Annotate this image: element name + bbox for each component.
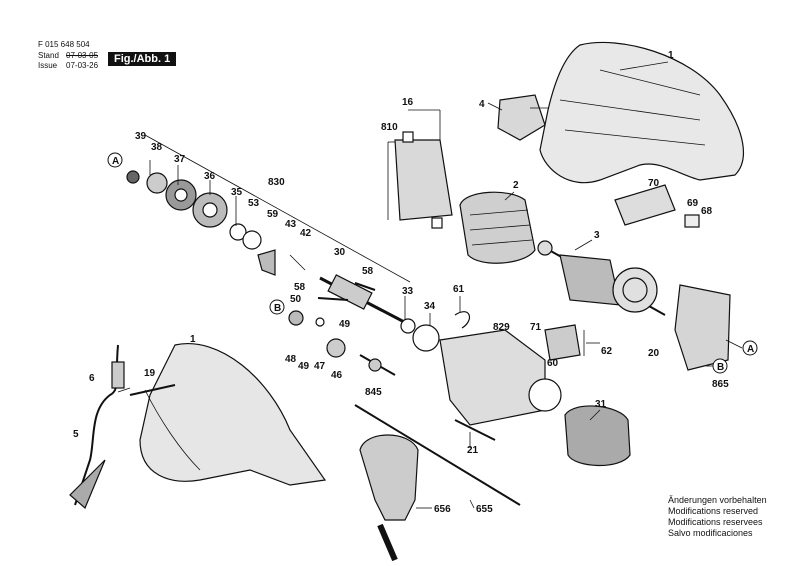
callout-61: 61 xyxy=(453,284,465,295)
stand-date: 07-03-05 xyxy=(66,51,99,60)
note-line-en: Modifications reserved xyxy=(668,506,759,516)
issue-date: 07-03-26 xyxy=(66,61,99,70)
issue-label: Issue xyxy=(38,61,58,70)
callout-59: 59 xyxy=(267,209,279,220)
callout-53: 53 xyxy=(248,198,260,209)
callout-865: 865 xyxy=(712,379,729,390)
callout-655: 655 xyxy=(476,504,493,515)
callout-50: 50 xyxy=(290,294,302,305)
callout-58-bottom: 58 xyxy=(294,282,306,293)
housing-bottom-left xyxy=(139,343,327,486)
callout-71: 71 xyxy=(530,322,542,333)
brush-part-2 xyxy=(431,217,443,229)
callout-62: 62 xyxy=(601,346,613,357)
callout-58-top: 58 xyxy=(362,266,374,277)
callout-21: 21 xyxy=(467,445,479,456)
callout-829: 829 xyxy=(493,322,510,333)
callout-70: 70 xyxy=(648,178,660,189)
screw xyxy=(129,384,176,396)
clip-part xyxy=(684,214,700,228)
callout-830: 830 xyxy=(268,177,285,188)
auxiliary-handle xyxy=(359,434,419,521)
callout-20: 20 xyxy=(648,348,660,359)
callout-39: 39 xyxy=(135,131,147,142)
ref-a-right: A xyxy=(747,344,754,355)
retaining-ring xyxy=(412,324,440,352)
callout-16: 16 xyxy=(402,97,414,108)
gear-housing-bore xyxy=(528,378,562,412)
callout-42: 42 xyxy=(300,228,312,239)
callout-30: 30 xyxy=(334,247,346,258)
callout-36: 36 xyxy=(204,171,216,182)
gear-train xyxy=(126,170,276,276)
callout-33: 33 xyxy=(402,286,414,297)
callout-35: 35 xyxy=(231,187,243,198)
chuck xyxy=(564,405,631,467)
brush-holder xyxy=(394,139,453,221)
callout-6: 6 xyxy=(89,373,95,384)
callout-810: 810 xyxy=(381,122,398,133)
callout-47: 47 xyxy=(314,361,326,372)
small-parts xyxy=(288,282,396,376)
callout-4: 4 xyxy=(479,99,485,110)
callout-46: 46 xyxy=(331,370,343,381)
ref-b-left: B xyxy=(274,303,281,314)
callout-labels: 1 1 2 3 4 5 6 16 19 20 21 30 31 33 34 35… xyxy=(73,50,754,515)
figure-label: Fig./Abb. 1 xyxy=(108,52,177,66)
cord-sleeve xyxy=(111,361,125,389)
part-number: F 015 648 504 xyxy=(38,40,90,49)
callout-48: 48 xyxy=(285,354,297,365)
housing-top-right xyxy=(539,41,744,184)
ref-b-right: B xyxy=(717,362,724,373)
callout-34: 34 xyxy=(424,301,436,312)
callout-1-bottom: 1 xyxy=(190,334,196,345)
brush-part xyxy=(402,131,414,143)
end-cover xyxy=(674,284,731,371)
modification-note: Änderungen vorbehalten Modifications res… xyxy=(668,495,767,539)
spindle-shaft xyxy=(319,274,416,334)
callout-69: 69 xyxy=(687,198,699,209)
leader-lines xyxy=(117,61,743,509)
gear-housing xyxy=(439,329,546,426)
circlip xyxy=(454,311,471,329)
callout-19: 19 xyxy=(144,368,156,379)
callout-5: 5 xyxy=(73,429,79,440)
depth-stop xyxy=(354,404,521,506)
ref-a-left: A xyxy=(112,156,119,167)
housing-screw xyxy=(454,419,496,441)
power-plug xyxy=(69,459,106,509)
note-line-de: Änderungen vorbehalten xyxy=(668,495,767,505)
note-line-es: Salvo modificaciones xyxy=(668,528,753,538)
clutch-part xyxy=(544,324,581,361)
callout-37: 37 xyxy=(174,154,186,165)
callout-68: 68 xyxy=(701,206,713,217)
callout-60: 60 xyxy=(547,358,559,369)
callout-845: 845 xyxy=(365,387,382,398)
callout-38: 38 xyxy=(151,142,163,153)
reference-markers xyxy=(107,152,758,374)
stand-label: Stand xyxy=(38,51,59,60)
callout-2: 2 xyxy=(513,180,519,191)
callout-49-top: 49 xyxy=(339,319,351,330)
callout-656: 656 xyxy=(434,504,451,515)
callout-49-bottom: 49 xyxy=(298,361,310,372)
callout-3: 3 xyxy=(594,230,600,241)
callout-43: 43 xyxy=(285,219,297,230)
note-line-fr: Modifications reservees xyxy=(668,517,763,527)
switch-part xyxy=(497,94,546,141)
armature xyxy=(537,240,666,316)
callout-31: 31 xyxy=(595,399,607,410)
handle-part xyxy=(614,184,676,226)
callout-1: 1 xyxy=(668,50,674,61)
handle-grip xyxy=(377,523,398,562)
